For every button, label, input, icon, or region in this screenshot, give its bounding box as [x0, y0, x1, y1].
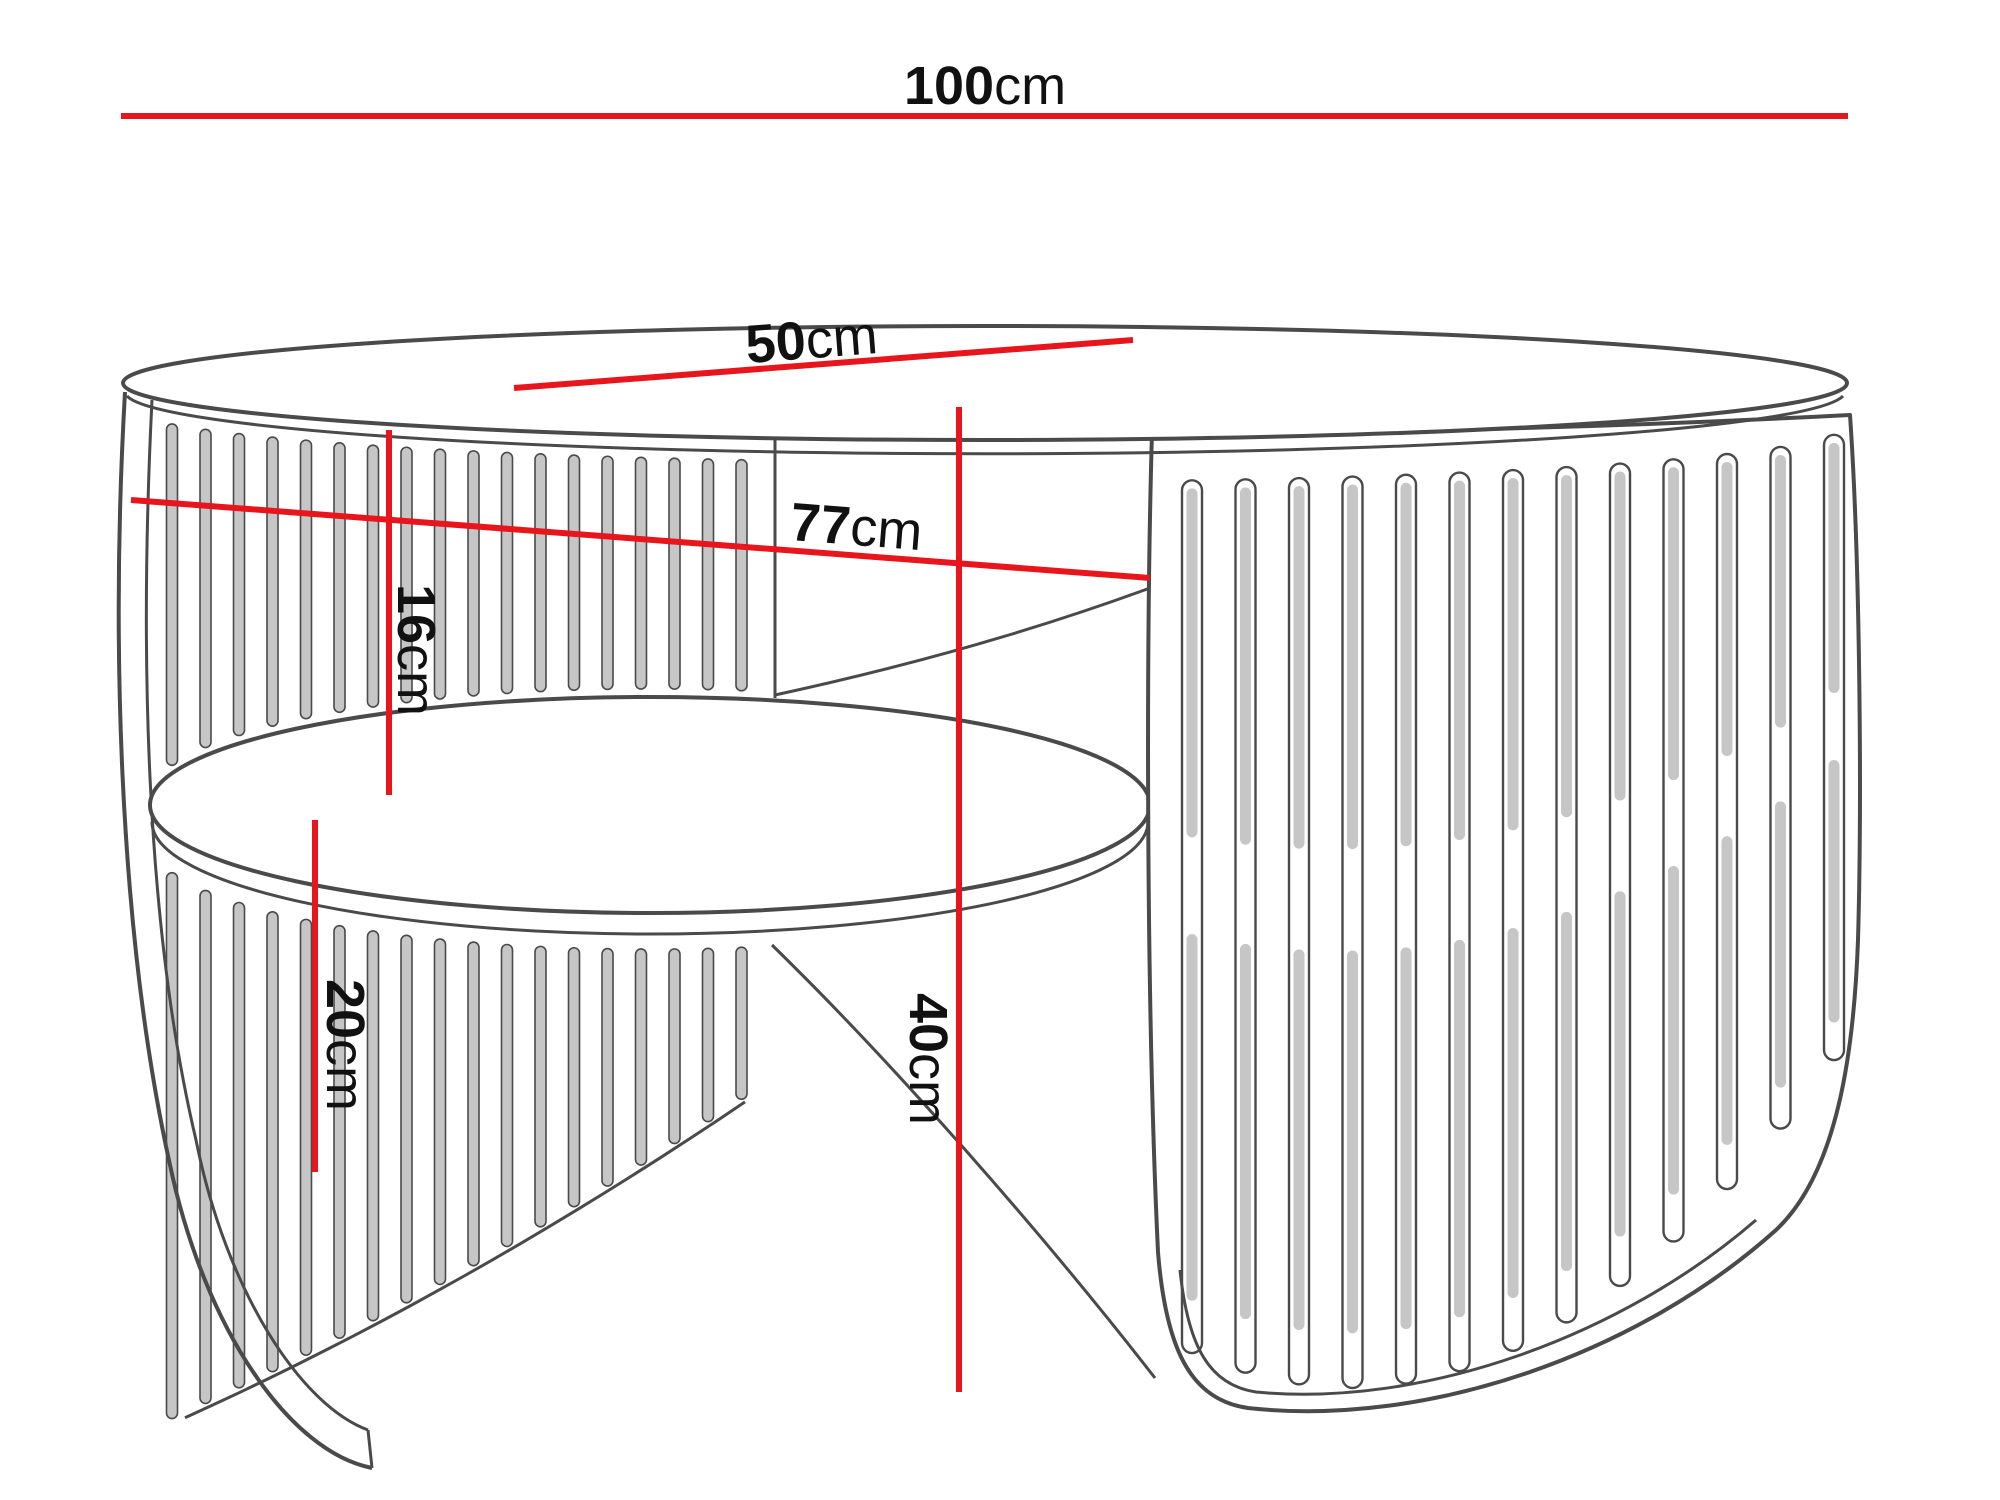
drum-slat-shading	[1721, 836, 1733, 1145]
dimension-value: 100	[904, 56, 994, 116]
drum-slat-shading	[1454, 480, 1465, 841]
dimension-label-shelf-clearance: 16cm	[386, 584, 446, 716]
left-lower-slat	[601, 947, 614, 1187]
drum-slat-shading	[1721, 462, 1733, 757]
left-upper-slat	[333, 441, 346, 714]
drum-slat-shading	[1293, 949, 1305, 1330]
drum-slat-shading	[1507, 928, 1519, 1298]
drum-slat-shading	[1347, 484, 1358, 850]
left-shell-outer-edge	[116, 391, 373, 1470]
left-lower-slat	[534, 945, 547, 1228]
left-upper-slat	[199, 428, 212, 749]
drum-slat-shading	[1561, 911, 1572, 1272]
drum-slat-shading	[1240, 487, 1251, 845]
left-upper-slat	[500, 451, 514, 695]
left-lower-slat	[333, 924, 346, 1339]
drum-slat-shading	[1507, 478, 1519, 831]
left-lower-slat	[701, 947, 715, 1123]
left-shell-inner-edge	[144, 399, 369, 1432]
left-lower-slat	[266, 911, 279, 1373]
shelf-front-rim	[150, 821, 1150, 936]
left-upper-slat	[534, 453, 547, 693]
drum-slat-shading	[1400, 947, 1412, 1330]
left-lower-slat	[433, 938, 447, 1286]
left-upper-slat	[165, 423, 179, 767]
left-lower-slat	[232, 901, 246, 1389]
front-body-edge	[770, 943, 1157, 1379]
left-lower-slat-group	[165, 871, 748, 1420]
dimension-value: 16	[386, 584, 446, 644]
dimension-unit: cm	[994, 56, 1066, 116]
left-lower-slat	[500, 943, 514, 1248]
dimension-value: 20	[315, 979, 375, 1039]
dimension-value: 77	[788, 492, 853, 557]
table-top	[121, 324, 1849, 442]
left-upper-slat	[433, 448, 447, 700]
drum-slat-shading	[1240, 943, 1251, 1320]
dimension-label-inner-width: 77cm	[788, 492, 924, 562]
shelf-top	[148, 695, 1152, 915]
left-upper-slat	[601, 455, 614, 691]
drum-slat-shading	[1614, 471, 1626, 801]
right-drum-slat-group	[1180, 433, 1846, 1390]
right-drum-base-rim	[1178, 1218, 1757, 1396]
left-upper-slat	[467, 450, 480, 697]
drum-slat-shading	[1400, 482, 1412, 847]
drum-slat-shading	[1775, 454, 1786, 728]
left-upper-slat	[299, 439, 313, 720]
left-lower-slat	[199, 889, 212, 1405]
left-base-edge	[184, 1100, 746, 1420]
drum-slat-shading	[1668, 866, 1679, 1195]
drum-slat-shading	[1454, 939, 1465, 1318]
left-upper-slat	[701, 458, 715, 691]
dimension-label-overall-depth: 50cm	[743, 305, 879, 375]
left-lower-slat	[165, 871, 179, 1420]
left-upper-slat	[266, 436, 279, 727]
left-upper-slat	[366, 444, 380, 708]
drum-slat-shading	[1561, 475, 1572, 818]
dimension-line-inner-width	[130, 497, 1151, 581]
dimension-unit: cm	[315, 1039, 375, 1111]
drum-slat-shading	[1186, 488, 1198, 838]
dimension-line-overall-depth	[513, 337, 1134, 391]
left-lower-slat	[634, 948, 648, 1166]
inner-wall-bottom-edge	[774, 586, 1151, 697]
drum-slat-shading	[1828, 759, 1840, 1023]
drum-slat-shading	[1293, 486, 1305, 849]
left-upper-slat	[735, 458, 748, 692]
drum-slat-shading	[1186, 934, 1198, 1301]
table-top-rim	[125, 394, 1845, 456]
dimension-unit: cm	[898, 1053, 958, 1125]
dimension-label-overall-width: 100cm	[904, 56, 1066, 116]
dimension-label-base-height: 20cm	[315, 979, 375, 1111]
dimension-label-overall-height: 40cm	[898, 993, 958, 1125]
left-lower-slat	[299, 918, 313, 1356]
drum-slat-shading	[1828, 442, 1840, 693]
drum-slat-shading	[1614, 891, 1626, 1237]
dimension-unit: cm	[803, 305, 879, 370]
left-upper-slat-group	[165, 423, 748, 767]
left-lower-slat	[668, 948, 681, 1145]
dimension-unit: cm	[848, 497, 924, 562]
dimension-unit: cm	[386, 644, 446, 716]
left-lower-slat	[366, 930, 380, 1322]
left-foot-edge	[366, 1429, 374, 1469]
dimension-value: 40	[898, 993, 958, 1053]
left-upper-slat	[232, 432, 246, 737]
left-upper-slat	[634, 456, 648, 690]
drum-slat-shading	[1347, 950, 1358, 1334]
left-lower-slat	[567, 946, 581, 1208]
left-lower-slat	[467, 941, 480, 1267]
drum-slat-shading	[1775, 801, 1786, 1088]
left-upper-slat	[400, 446, 413, 704]
left-lower-slat	[735, 946, 748, 1101]
left-upper-slat	[668, 457, 681, 690]
left-lower-slat	[400, 934, 413, 1304]
left-upper-slat	[567, 454, 581, 692]
dimension-value: 50	[743, 311, 808, 375]
drum-slat-shading	[1668, 467, 1679, 781]
